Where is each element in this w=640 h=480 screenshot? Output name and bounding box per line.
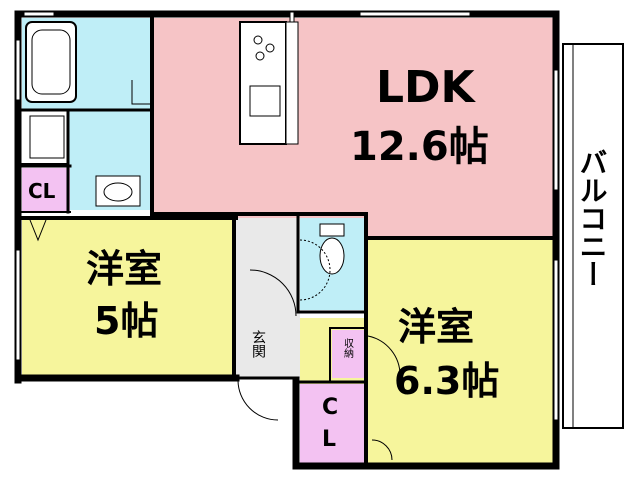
closet-left [22, 168, 70, 212]
storage-closet [332, 330, 364, 378]
toilet-icon [319, 223, 345, 237]
bathtub-icon [25, 21, 77, 103]
bedroom-5-size: 5帖 [94, 299, 158, 343]
bedroom-6-3-label: 洋室 [398, 305, 474, 349]
closet-bottom [300, 384, 364, 464]
closet-bottom-label: C L [322, 395, 346, 452]
entrance-area [236, 218, 300, 378]
storage-label: 収納 [342, 338, 354, 359]
bedroom-5-room [22, 218, 234, 376]
bedroom-6-3-room [364, 240, 556, 464]
bedroom-6-3-size: 6.3帖 [394, 359, 499, 403]
closet-bottom-c: C [322, 395, 338, 420]
entrance-label: 玄関 [250, 329, 266, 359]
ldk-size: 12.6帖 [350, 124, 489, 170]
bedroom-5-label: 洋室 [86, 247, 162, 291]
ldk-label: LDK [376, 62, 477, 113]
kitchen-counter [239, 21, 287, 145]
washing-machine-icon [29, 115, 65, 159]
closet-left-label: CL [28, 179, 56, 203]
ldk-room [152, 18, 556, 238]
closet-bottom-l: L [322, 427, 336, 452]
balcony-label: バルコニー [576, 148, 609, 288]
